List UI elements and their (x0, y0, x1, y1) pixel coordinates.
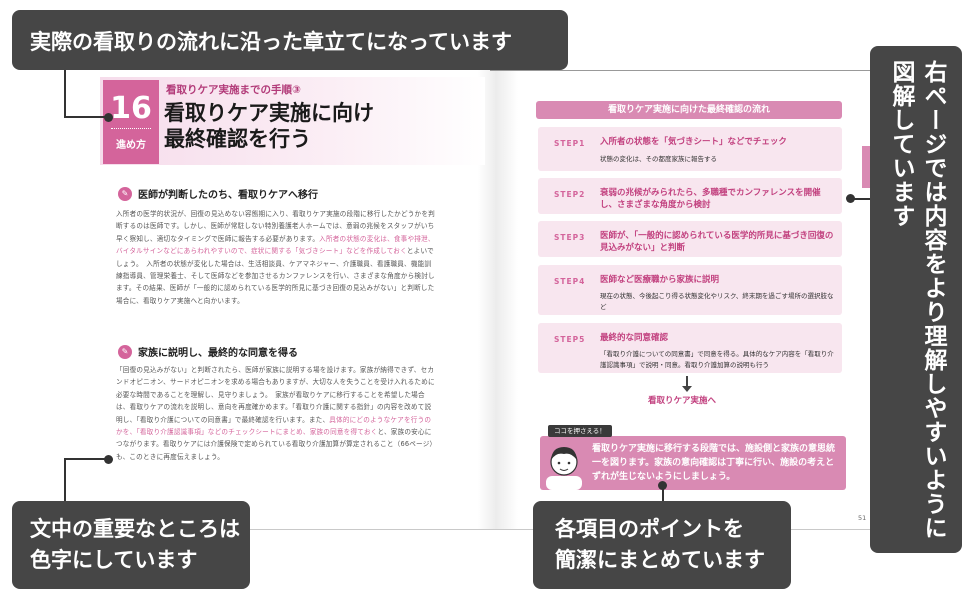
chapter-number: 16 (110, 91, 152, 126)
body-text: とよいでしょう。 入所者の状態が変化した場合は、生活相談員、ケアマネジャー、介護… (116, 247, 435, 305)
page-number: 51 (858, 514, 867, 522)
callout-line: 色字にしています (30, 548, 198, 572)
callout-vertical-line: 図解しています (888, 60, 914, 228)
step-title: 衰弱の兆候がみられたら、多職種でカンファレンスを開催し、さまざまな角度から検討 (600, 188, 821, 210)
chapter-small-title: 看取りケア実施までの手順③ (166, 84, 301, 96)
chapter-title-line1: 看取りケア実施に向け (164, 101, 374, 125)
step-desc: 現在の状態、今後起こり得る状態変化やリスク、終末期を過ごす場所の選択肢など (600, 292, 834, 311)
step-title: 入所者の状態を「気づきシート」などでチェック (600, 137, 787, 147)
leader-line-top (64, 66, 66, 118)
step-label: STEP2 (554, 190, 586, 199)
page-bottom-rule (88, 529, 873, 530)
flow-step-3: STEP3 医師が、「一般的に認められている医学的所見に基づき回復の見込みがない… (538, 221, 842, 257)
leader-dot-bottom-mid (658, 481, 667, 490)
chapter-sub-label: 進め方 (116, 140, 146, 151)
point-box (540, 436, 846, 490)
callout-vertical-line: 右ページでは内容をより理解しやすいように (920, 60, 946, 540)
body-text: 入所者の医学的状況が、回復の見込めない容態期に入り、看取りケア実施の段階に移行し… (116, 210, 435, 243)
leader-line-bottom-left (64, 458, 108, 460)
step-title: 医師など医療職から家族に説明 (600, 275, 720, 285)
flow-step-5: STEP5 最終的な同意確認 「看取り介護についての同意書」で同意を得る。具体的… (538, 323, 842, 373)
callout-right: 右ページでは内容をより理解しやすいように 図解しています (870, 46, 962, 553)
section-heading-text: 医師が判断したのち、看取りケアへ移行 (138, 190, 318, 201)
flow-title: 看取りケア実施に向けた最終確認の流れ (536, 101, 842, 119)
section-heading-2: ✎ 家族に説明し、最終的な同意を得る (118, 344, 298, 359)
leader-line-right (852, 198, 872, 200)
step-title: 最終的な同意確認 (600, 333, 669, 343)
point-tag: ココを押さえる！ (548, 425, 612, 437)
chapter-divider (111, 128, 151, 129)
pencil-icon: ✎ (118, 186, 132, 201)
flow-step-4: STEP4 医師など医療職から家族に説明 現在の状態、今後起こり得る状態変化やリ… (538, 265, 842, 315)
step-label: STEP3 (554, 233, 586, 242)
callout-bottom-mid: 各項目のポイントを 簡潔にまとめています (533, 501, 791, 589)
callout-top: 実際の看取りの流れに沿った章立てになっています (12, 10, 568, 70)
callout-line: 各項目のポイントを (555, 517, 744, 541)
step-label: STEP4 (554, 277, 586, 286)
pencil-icon: ✎ (118, 344, 132, 359)
step-label: STEP1 (554, 139, 586, 148)
leader-line-bottom-left (64, 458, 66, 503)
step-label: STEP5 (554, 335, 586, 344)
page-top-rule (490, 70, 872, 71)
leader-dot-bottom-left (104, 455, 113, 464)
callout-line: 文中の重要なところは (30, 517, 240, 541)
chapter-number-box: 16 進め方 (103, 80, 159, 164)
step-desc: 「看取り介護についての同意書」で同意を得る。具体的なケア内容を「看取り介護認識事… (600, 350, 834, 369)
section-body-2: 「回復の見込みがない」と判断されたら、医師が家族に説明する場を設けます。家族が納… (116, 364, 436, 492)
leader-line-top (64, 116, 108, 118)
callout-line: 簡潔にまとめています (555, 548, 765, 572)
body-text: 「回復の見込みがない」と判断されたら、医師が家族に説明する場を設けます。家族が納… (116, 366, 435, 424)
index-tab (862, 146, 870, 188)
body-text: と、家族の安心につながります。看取りケアには介護保険で定められている看取り介護加… (116, 428, 434, 461)
arrow-down-icon (682, 386, 692, 392)
highlight-text: 入所者の状態の変化は、食事や排泄、バイタルサインなどにあらわれやすいので、症状に… (116, 234, 435, 256)
flow-result: 看取りケア実施へ (648, 396, 717, 406)
leader-line-bottom-mid (662, 485, 664, 503)
step-title: 医師が、「一般的に認められている医学的所見に基づき回復の見込みがない」と判断 (600, 231, 834, 253)
section-body-1: 入所者の医学的状況が、回復の見込めない容態期に入り、看取りケア実施の段階に移行し… (116, 208, 436, 342)
section-heading-text: 家族に説明し、最終的な同意を得る (138, 348, 298, 359)
point-text: 看取りケア実施に移行する段階では、施設側と家族の意思統一を図ります。家族の意向確… (592, 444, 836, 482)
highlight-text: 具体的にどのようなケアを行うのかを、「看取り介護認識事項」などのチェックシートに… (116, 415, 432, 437)
section-heading-1: ✎ 医師が判断したのち、看取りケアへ移行 (118, 186, 318, 201)
chapter-header-band (100, 77, 485, 165)
chapter-title: 看取りケア実施に向け 最終確認を行う (164, 100, 374, 152)
flow-arrow (686, 376, 688, 388)
person-illustration-icon (546, 447, 582, 490)
callout-bottom-left: 文中の重要なところは 色字にしています (12, 501, 250, 589)
leader-dot-right (846, 194, 855, 203)
flow-step-1: STEP1 入所者の状態を「気づきシート」などでチェック 状態の変化は、その都度… (538, 127, 842, 171)
flow-step-2: STEP2 衰弱の兆候がみられたら、多職種でカンファレンスを開催し、さまざまな角… (538, 178, 842, 214)
leader-dot-top (104, 113, 113, 122)
step-desc: 状態の変化は、その都度家族に報告する (600, 155, 717, 163)
chapter-title-line2: 最終確認を行う (164, 127, 311, 151)
